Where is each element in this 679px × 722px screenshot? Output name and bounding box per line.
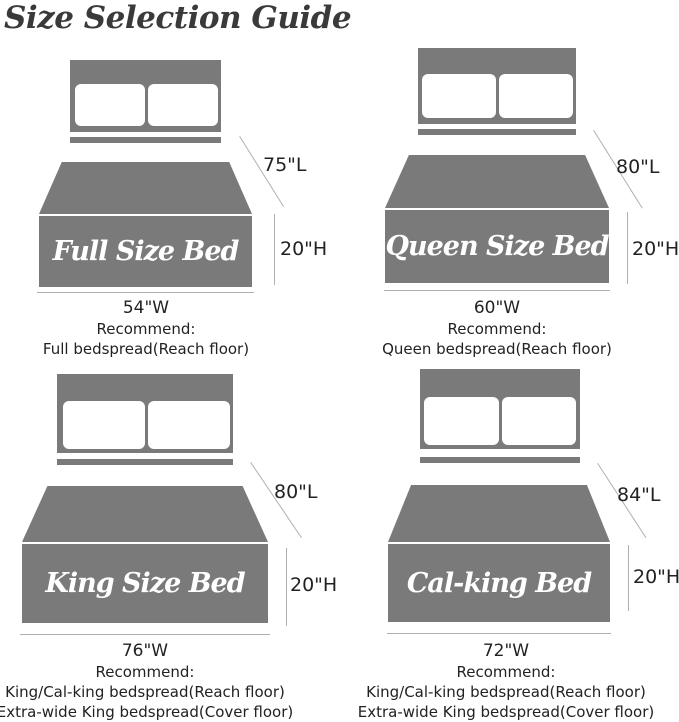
caption: 54"W Recommend: Full bedspread(Reach flo… (16, 298, 276, 359)
bed-frame-top (57, 459, 233, 465)
height-line (274, 214, 275, 285)
pillow (63, 401, 145, 449)
bed-label: Full Size Bed (39, 214, 252, 287)
recommend-line: Extra-wide King bedspread(Cover floor) (0, 703, 294, 721)
bed-label: Cal-king Bed (388, 542, 610, 622)
pillow (148, 401, 230, 449)
recommend-label: Recommend: (96, 320, 196, 338)
height-label: 20"H (632, 238, 679, 260)
length-label: 75"L (263, 154, 307, 176)
caption: 60"W Recommend: Queen bedspread(Reach fl… (367, 298, 627, 359)
width-line (384, 290, 610, 291)
height-label: 20"H (290, 574, 338, 596)
recommend-label: Recommend: (447, 320, 547, 338)
bed-frame-top (70, 137, 221, 143)
pillow (75, 84, 145, 126)
pillow (422, 74, 496, 118)
recommend-label: Recommend: (456, 663, 556, 681)
pillow (502, 397, 576, 445)
width-label: 72"W (482, 641, 530, 661)
recommend-line: King/Cal-king bedspread(Reach floor) (366, 683, 646, 701)
height-line (627, 212, 628, 284)
width-line (20, 634, 270, 635)
width-label: 54"W (122, 298, 170, 318)
pillow-band (410, 463, 588, 485)
bed-frame-top (418, 129, 576, 135)
pillow-band (407, 135, 587, 155)
height-label: 20"H (633, 566, 679, 588)
pillow (424, 397, 499, 445)
recommend-line: Full bedspread(Reach floor) (42, 340, 250, 358)
recommend-line: Queen bedspread(Reach floor) (382, 340, 612, 358)
pillow-band (47, 465, 243, 486)
height-line (286, 548, 287, 626)
length-label: 80"L (274, 481, 318, 503)
recommend-line: Extra-wide King bedspread(Cover floor) (357, 703, 655, 721)
height-line (628, 545, 629, 611)
width-label: 60"W (473, 298, 521, 318)
length-label: 80"L (616, 156, 660, 178)
pillow-band (60, 143, 231, 162)
pillow (499, 74, 573, 118)
recommend-line: King/Cal-king bedspread(Reach floor) (5, 683, 285, 701)
width-line (387, 633, 611, 634)
length-label: 84"L (617, 484, 661, 506)
caption: 76"W Recommend: King/Cal-king bedspread(… (0, 641, 295, 722)
recommend-label: Recommend: (95, 663, 195, 681)
width-line (37, 292, 254, 293)
width-label: 76"W (121, 641, 169, 661)
pillow (148, 84, 218, 126)
bed-label: King Size Bed (22, 542, 268, 623)
caption: 72"W Recommend: King/Cal-king bedspread(… (356, 641, 656, 722)
bed-frame-top (420, 457, 580, 463)
bed-label: Queen Size Bed (385, 208, 610, 283)
height-label: 20"H (280, 238, 328, 260)
page-title: Size Selection Guide (4, 0, 352, 36)
